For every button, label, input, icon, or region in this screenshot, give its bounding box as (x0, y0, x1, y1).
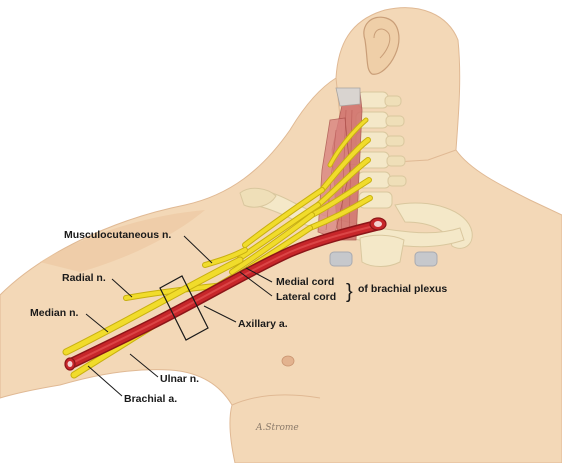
artist-signature: A.Strome (255, 423, 299, 433)
ear-inner (373, 28, 391, 59)
label-of-brachial-plexus: of brachial plexus (358, 283, 447, 295)
label-median-nerve: Median n. (30, 307, 79, 319)
axillary-region-box (159, 275, 209, 341)
label-medial-cord: Medial cord (276, 276, 334, 288)
label-radial-nerve: Radial n. (62, 272, 106, 284)
acromion (239, 187, 277, 208)
label-musculocutaneous-nerve: Musculocutaneous n. (64, 229, 171, 241)
ear (363, 16, 400, 75)
label-lateral-cord: Lateral cord (276, 291, 336, 303)
label-brace: } (346, 281, 353, 303)
torso-arm-skin (0, 69, 562, 463)
sternum (359, 234, 405, 267)
chest-contour (231, 394, 321, 406)
shoulder-shading (40, 210, 205, 272)
scalene-top-tendon (335, 87, 361, 107)
label-ulnar-nerve: Ulnar n. (160, 373, 199, 385)
costal-cartilage-left (329, 251, 353, 267)
nipple (281, 355, 295, 367)
leader-lines (85, 235, 273, 397)
label-brachial-artery: Brachial a. (124, 393, 177, 405)
label-axillary-artery: Axillary a. (238, 318, 288, 330)
costal-cartilage-right (414, 251, 438, 267)
